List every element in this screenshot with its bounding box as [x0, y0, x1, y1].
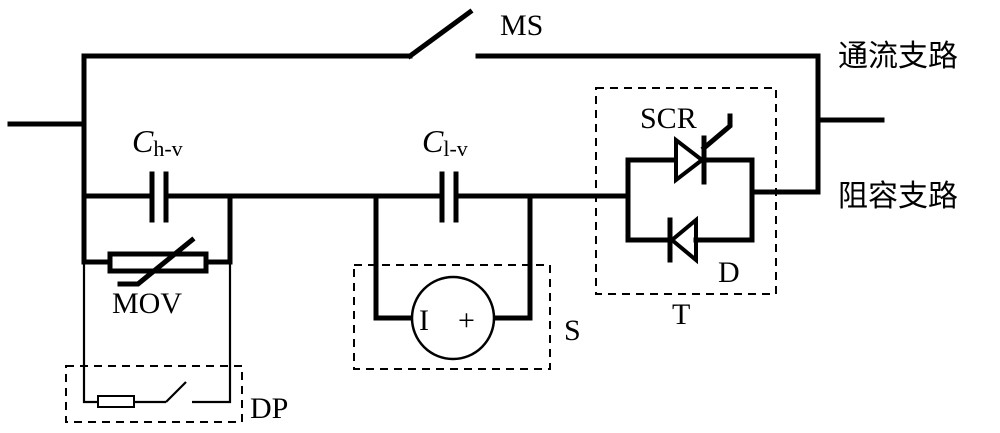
dp-right-wire: [192, 262, 232, 404]
dp-dashed-box: [65, 365, 243, 423]
scr-triangle: [674, 135, 706, 185]
source-right-wire: [491, 193, 533, 321]
through-branch-label: 通流支路: [838, 39, 958, 74]
ms-switch-blade: [406, 8, 474, 60]
through-branch-left-wire: [81, 53, 413, 199]
source-dashed-box: [353, 264, 551, 370]
capacitive-branch-label: 阻容支路: [838, 179, 958, 214]
scr-label: SCR: [640, 102, 697, 135]
mov-label: MOV: [112, 287, 182, 320]
diode-triangle: [668, 215, 698, 265]
dp-left-wire: [82, 262, 98, 404]
t-label: T: [672, 298, 690, 331]
chv-label: Ch-v: [132, 123, 183, 161]
dp-label: DP: [250, 392, 288, 425]
ms-label: MS: [500, 9, 543, 42]
source-label: S: [564, 314, 581, 347]
source-circle: [410, 275, 496, 361]
scr-gate: [700, 113, 733, 152]
source-left-wire: [373, 193, 415, 321]
through-branch-right-wire: [475, 53, 821, 195]
diode-label: D: [718, 256, 740, 289]
t-dashed-box: [595, 87, 777, 295]
dp-switch-blade: [165, 381, 187, 403]
mov-nonlinear-slash: [117, 236, 196, 287]
mov-body: [107, 251, 209, 274]
clv-label: Cl-v: [422, 123, 468, 161]
dp-resistor: [97, 395, 135, 408]
source-plus-sign: +: [458, 304, 475, 337]
source-minus-sign: I: [419, 304, 429, 337]
